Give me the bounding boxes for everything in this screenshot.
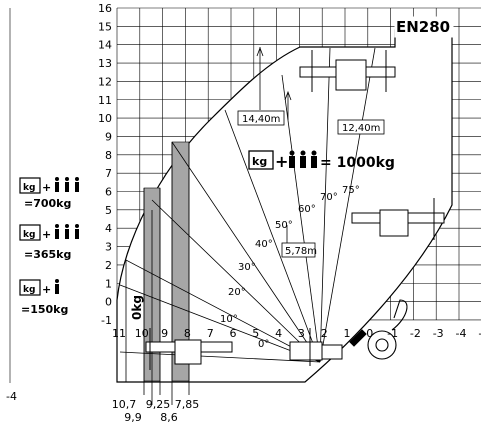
person-icon-150 bbox=[55, 279, 59, 294]
left-edge-tick: -4 bbox=[6, 390, 17, 403]
load-150kg: kg + =150kg bbox=[19, 279, 68, 316]
x-tick-label: 2 bbox=[321, 327, 328, 340]
y-tick-label: 14 bbox=[98, 39, 112, 52]
x-tick-label: 7 bbox=[207, 327, 214, 340]
y-tick-label: 16 bbox=[98, 2, 112, 15]
machine-base bbox=[349, 299, 408, 360]
kg-weight-icon-365 bbox=[19, 224, 41, 241]
model-title: EN280 bbox=[396, 18, 450, 36]
kg-icon-150-label: kg bbox=[23, 285, 35, 295]
x-tick-label: 3 bbox=[298, 327, 305, 340]
y-tick-label: 5 bbox=[105, 204, 112, 217]
dim-box-3 bbox=[281, 242, 316, 258]
model-title-box bbox=[394, 16, 454, 38]
plus-sign-365: + bbox=[42, 228, 51, 241]
three-persons-icon-700 bbox=[55, 177, 79, 192]
x-tick-label: 11 bbox=[112, 327, 126, 340]
x-tick-label: -3 bbox=[433, 327, 444, 340]
x-tick-label: 6 bbox=[230, 327, 237, 340]
load-365kg: kg + =365kg bbox=[19, 224, 79, 261]
platform-stowed bbox=[289, 328, 343, 366]
three-persons-icon bbox=[289, 150, 317, 168]
capacity-1000kg: = 1000kg bbox=[320, 155, 395, 171]
plus-sign-700: + bbox=[42, 181, 51, 194]
angle-20: 20° bbox=[228, 287, 246, 298]
x-subtick-9-25: 9,25 bbox=[146, 398, 171, 411]
load-700kg: kg + =700kg bbox=[19, 177, 79, 210]
y-tick-label: 10 bbox=[98, 112, 112, 125]
x-tick-label: 0 bbox=[366, 327, 373, 340]
load-150kg-text: =150kg bbox=[21, 303, 68, 316]
angle-40: 40° bbox=[255, 239, 273, 250]
angle-75: 75° bbox=[342, 185, 360, 196]
angle-0: 0° bbox=[258, 339, 269, 350]
x-tick-label: 8 bbox=[184, 327, 191, 340]
kg-weight-icon-150 bbox=[19, 279, 41, 296]
capacity-main: kg + = 1000kg bbox=[248, 150, 395, 171]
dim-12-40m: 12,40m bbox=[342, 123, 380, 134]
y-tick-label: -1 bbox=[101, 314, 112, 327]
x-tick-label: 5 bbox=[252, 327, 259, 340]
plus-sign-150: + bbox=[42, 283, 51, 296]
y-tick-label: 3 bbox=[105, 241, 112, 254]
y-tick-label: 9 bbox=[105, 130, 112, 143]
y-tick-label: 2 bbox=[105, 259, 112, 272]
y-tick-label: 8 bbox=[105, 149, 112, 162]
three-persons-icon-365 bbox=[55, 224, 79, 239]
platform-low-left bbox=[145, 328, 233, 370]
angle-60: 60° bbox=[298, 204, 316, 215]
platform-top bbox=[299, 50, 396, 92]
y-tick-label: 7 bbox=[105, 167, 112, 180]
y-tick-label: 6 bbox=[105, 186, 112, 199]
y-tick-label: 12 bbox=[98, 75, 112, 88]
x-subtick-9-9: 9,9 bbox=[124, 411, 142, 424]
load-700kg-text: =700kg bbox=[24, 197, 71, 210]
angle-labels: 75° 70° 60° 50° 40° 30° 20° 10° 0° bbox=[220, 185, 360, 350]
x-tick-label: -5 bbox=[478, 327, 481, 340]
x-subtick-8-6: 8,6 bbox=[160, 411, 178, 424]
angle-10: 10° bbox=[220, 314, 238, 325]
dim-box-1 bbox=[237, 110, 285, 126]
y-tick-label: 1 bbox=[105, 277, 112, 290]
angle-30: 30° bbox=[238, 262, 256, 273]
plus-sign: + bbox=[275, 152, 288, 171]
zero-kg-label: 0kg bbox=[130, 295, 144, 320]
y-tick-label: 11 bbox=[98, 94, 112, 107]
dim-box-2 bbox=[337, 119, 385, 135]
kg-icon-700-label: kg bbox=[23, 183, 35, 193]
reach-lines bbox=[125, 142, 190, 405]
angle-70: 70° bbox=[320, 192, 338, 203]
x-tick-label: -4 bbox=[456, 327, 467, 340]
x-subtick-7-85: 7,85 bbox=[175, 398, 200, 411]
x-tick-label: -1 bbox=[387, 327, 398, 340]
dim-14-40m: 14,40m bbox=[242, 114, 280, 125]
x-tick-label: 4 bbox=[275, 327, 282, 340]
x-subtick-10-7: 10,7 bbox=[112, 398, 137, 411]
y-tick-label: 15 bbox=[98, 20, 112, 33]
kg-icon-365-label: kg bbox=[23, 230, 35, 240]
load-boundaries bbox=[119, 47, 376, 363]
y-tick-label: 4 bbox=[105, 222, 112, 235]
kg-weight-icon-700 bbox=[19, 177, 41, 194]
dim-5-78m: 5,78m bbox=[285, 246, 317, 257]
x-tick-label: -2 bbox=[410, 327, 421, 340]
angle-50: 50° bbox=[275, 220, 293, 231]
load-365kg-text: =365kg bbox=[24, 248, 71, 261]
x-tick-label: 10 bbox=[135, 327, 149, 340]
x-tick-label: 9 bbox=[161, 327, 168, 340]
x-tick-label: 1 bbox=[344, 327, 351, 340]
y-tick-label: 13 bbox=[98, 57, 112, 70]
kg-weight-icon bbox=[248, 150, 274, 170]
platform-right bbox=[351, 198, 445, 240]
x-subticks: 10,7 9,25 7,85 9,9 8,6 bbox=[112, 398, 200, 424]
kg-icon-label: kg bbox=[252, 155, 267, 168]
y-tick-label: 0 bbox=[105, 296, 112, 309]
